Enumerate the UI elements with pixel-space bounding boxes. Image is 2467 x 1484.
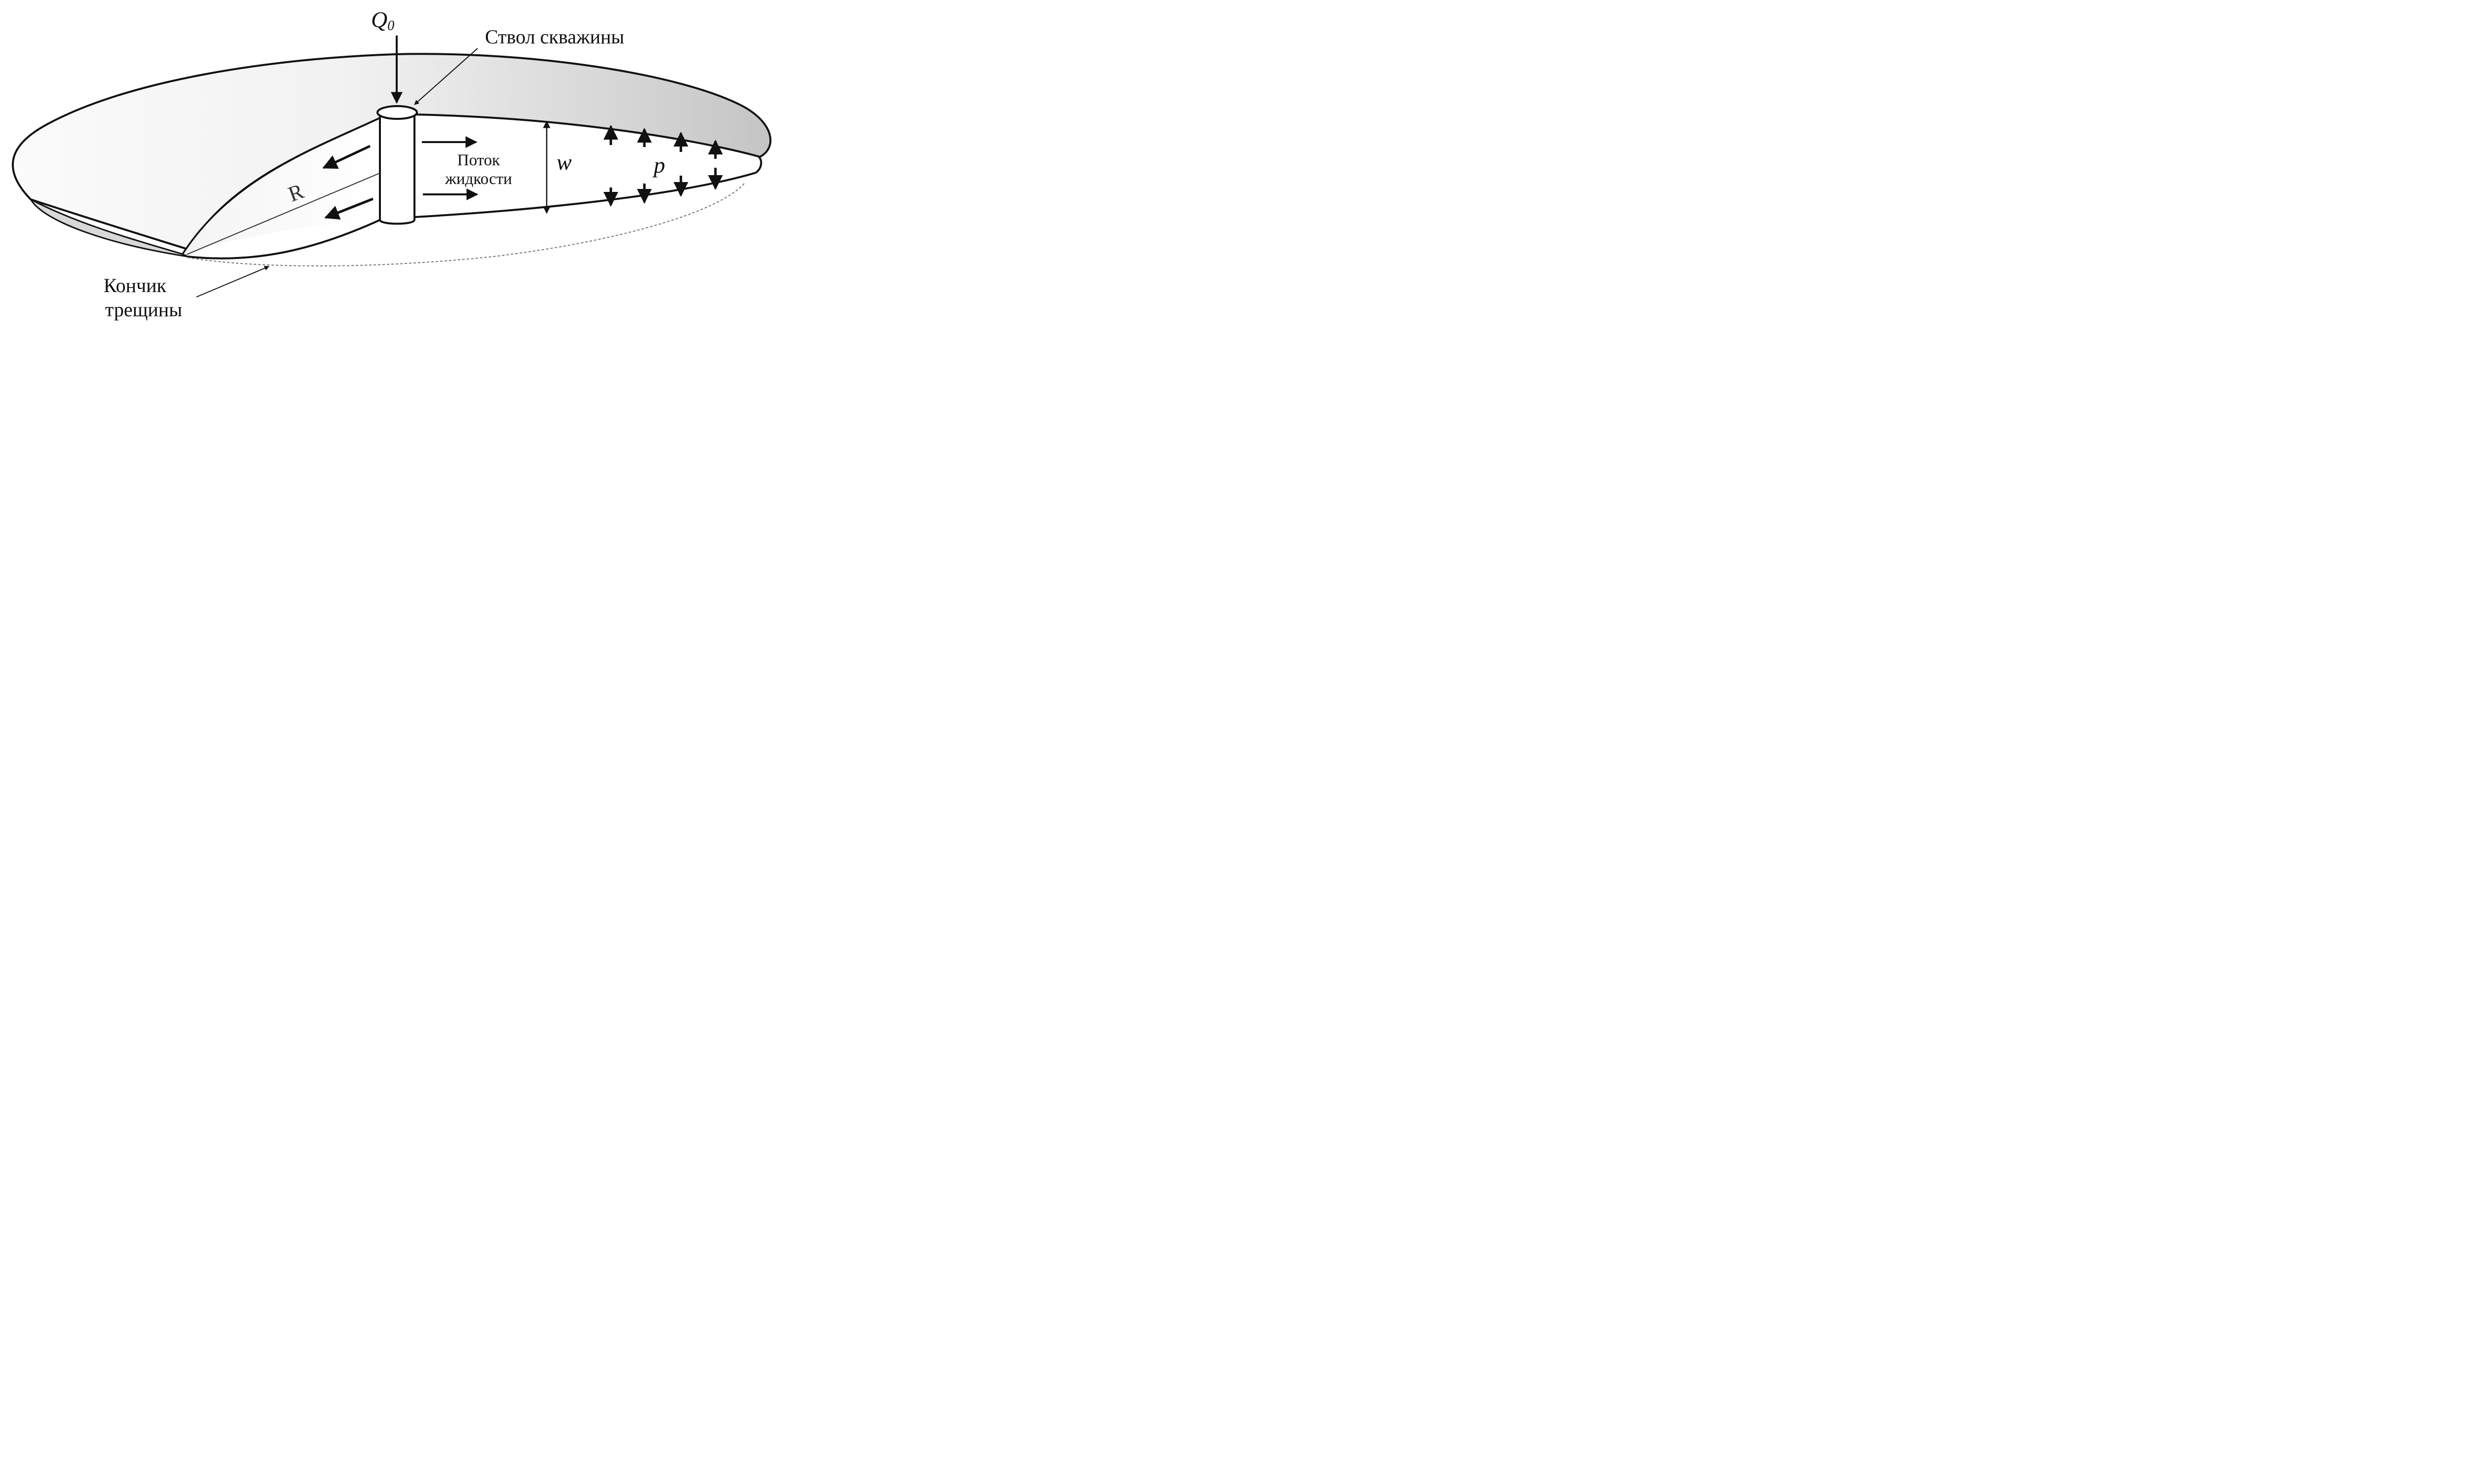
flow-arrow-left-top <box>322 145 371 169</box>
wellbore <box>376 105 418 225</box>
crack-tip-leader <box>196 265 269 297</box>
wellbore-body <box>380 112 414 220</box>
radius-line <box>186 172 381 255</box>
hydraulic-fracture-diagram: Q0 Ствол скважины Поток жидкости R w p К… <box>12 7 772 321</box>
flow-arrow-left-bottom <box>324 197 374 220</box>
crack-tip-label-line1: Кончик <box>104 274 167 297</box>
flow-label-line2: жидкости <box>445 170 512 188</box>
injection-rate-label: Q0 <box>371 7 394 34</box>
fracture-left-lower-edge <box>28 197 188 258</box>
wellbore-leader <box>414 48 478 105</box>
wellbore-top <box>376 105 418 120</box>
fracture-cut-profile <box>182 117 379 255</box>
pressure-arrows <box>603 125 723 207</box>
fracture-left-inner-wall <box>183 118 381 254</box>
pressure-label: p <box>652 152 665 178</box>
wellbore-bottom <box>379 219 415 225</box>
fracture-right-tip <box>755 156 762 174</box>
flow-label-line1: Поток <box>457 151 500 169</box>
wellbore-label: Ствол скважины <box>485 26 624 48</box>
width-label: w <box>557 149 572 175</box>
crack-tip-label-line2: трещины <box>105 298 182 321</box>
fracture-lower-edge <box>187 219 381 260</box>
fracture-hidden-boundary <box>187 182 746 267</box>
